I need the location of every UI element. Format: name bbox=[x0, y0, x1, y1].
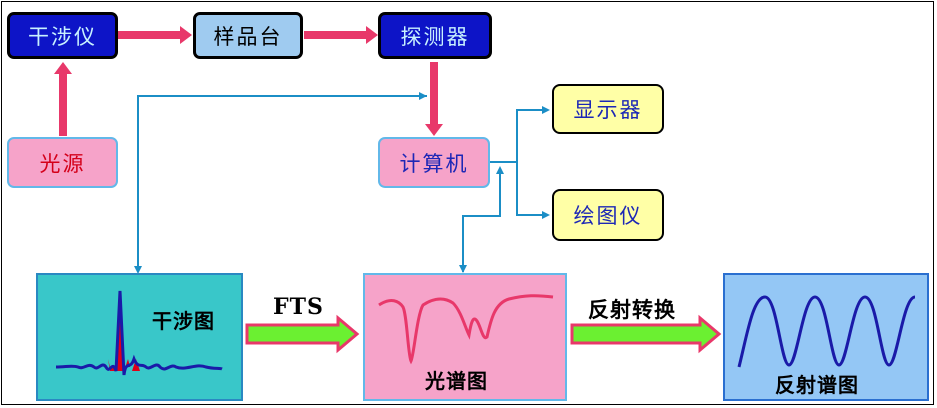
spectrum-trace bbox=[378, 294, 554, 365]
interferogram-panel: 干涉图 bbox=[36, 273, 243, 401]
interferogram-plot bbox=[55, 290, 223, 376]
spectrum-panel: 光谱图 bbox=[363, 273, 567, 401]
red-arrow-detector-to-computer bbox=[425, 62, 443, 136]
interferogram-label: 干涉图 bbox=[152, 309, 215, 333]
interferometer-box: 干涉仪 bbox=[7, 12, 118, 59]
reflection-spectrum-label: 反射谱图 bbox=[775, 373, 859, 397]
fts-label: FTS bbox=[273, 294, 324, 320]
interferogram-trace bbox=[55, 290, 223, 376]
wire-computer-to-plotter bbox=[516, 162, 550, 219]
red-arrow-interferometer-to-stage bbox=[118, 26, 192, 44]
wire-computer-to-display bbox=[490, 106, 550, 163]
reflection-spectrum-panel: 反射谱图 bbox=[723, 273, 929, 401]
red-arrow-source-to-interferometer bbox=[54, 62, 72, 136]
fts-arrow bbox=[245, 314, 360, 354]
spectrum-plot bbox=[378, 294, 554, 365]
reflection-spectrum-plot bbox=[737, 295, 916, 368]
light-source-box: 光源 bbox=[7, 137, 118, 188]
red-arrow-stage-to-detector bbox=[304, 26, 378, 44]
reflection-arrow bbox=[570, 314, 722, 354]
detector-box: 探测器 bbox=[378, 12, 492, 59]
plotter-box: 绘图仪 bbox=[552, 189, 664, 241]
interferometer-label: 干涉仪 bbox=[28, 24, 97, 49]
computer-box: 计算机 bbox=[378, 137, 490, 188]
computer-label: 计算机 bbox=[399, 151, 469, 176]
reflection-trace bbox=[737, 295, 916, 368]
detector-label: 探测器 bbox=[400, 24, 470, 49]
light-source-label: 光源 bbox=[39, 151, 86, 176]
plotter-label: 绘图仪 bbox=[573, 204, 643, 228]
display-label: 显示器 bbox=[573, 98, 643, 122]
display-box: 显示器 bbox=[552, 84, 664, 134]
reflection-conversion-label: 反射转换 bbox=[588, 298, 676, 322]
sample-stage-box: 样品台 bbox=[193, 12, 303, 59]
spectrum-label: 光谱图 bbox=[425, 369, 488, 393]
sample-stage-label: 样品台 bbox=[213, 24, 283, 49]
